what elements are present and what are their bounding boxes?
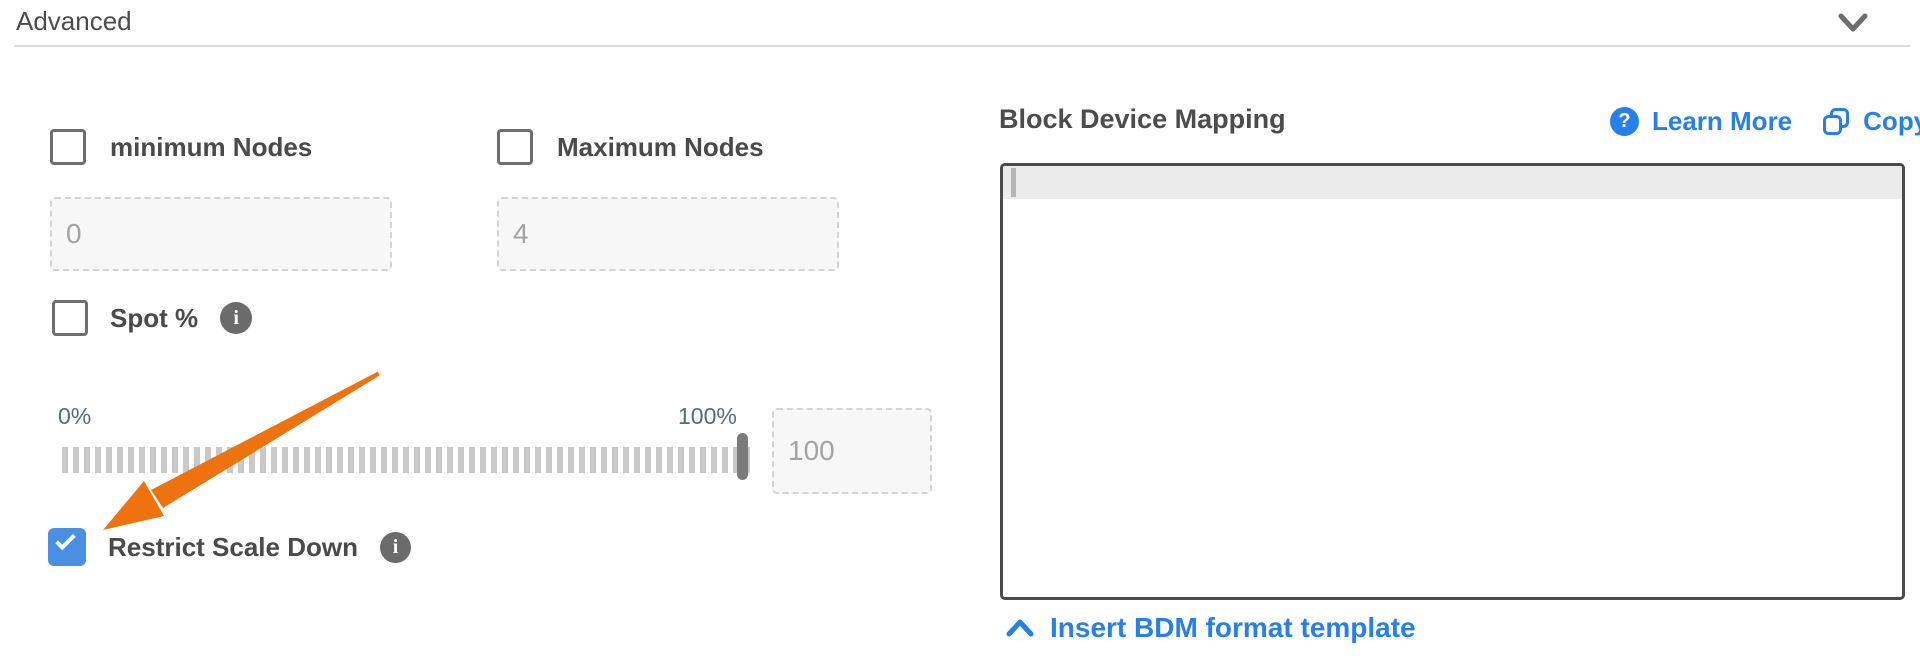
learn-more-link[interactable]: ? Learn More — [1610, 106, 1792, 137]
restrict-scale-down-checkbox[interactable] — [48, 528, 86, 566]
bdm-toolbar: ? Learn More Copy — [1610, 106, 1920, 137]
slider-max-label: 100% — [678, 403, 737, 429]
maximum-nodes-label: Maximum Nodes — [557, 131, 764, 162]
spot-percent-checkbox[interactable] — [52, 300, 88, 336]
bdm-editor[interactable] — [1000, 163, 1905, 600]
checkmark-icon — [55, 529, 76, 551]
maximum-nodes-input[interactable] — [497, 197, 839, 271]
bdm-editor-active-line — [1003, 166, 1902, 199]
copy-button[interactable]: Copy — [1822, 106, 1920, 137]
spot-percent-slider-track[interactable] — [62, 447, 750, 473]
minimum-nodes-label: minimum Nodes — [110, 131, 313, 162]
insert-bdm-template-label: Insert BDM format template — [1050, 612, 1416, 643]
restrict-scale-down-label: Restrict Scale Down — [108, 531, 358, 562]
restrict-scale-down-group: Restrict Scale Down i — [48, 528, 411, 566]
question-icon: ? — [1610, 107, 1639, 136]
section-title: Advanced — [16, 6, 132, 36]
chevron-up-icon — [1006, 619, 1034, 637]
text-caret — [1011, 168, 1016, 197]
spot-percent-group: Spot % i — [52, 300, 253, 336]
slider-min-label: 0% — [58, 403, 92, 429]
copy-label: Copy — [1863, 106, 1920, 136]
restrict-scale-down-info-icon[interactable]: i — [379, 531, 411, 563]
learn-more-label: Learn More — [1652, 106, 1793, 136]
copy-icon — [1823, 107, 1850, 135]
spot-percent-slider-handle[interactable] — [737, 433, 748, 480]
bdm-title: Block Device Mapping — [999, 104, 1286, 134]
minimum-nodes-input[interactable] — [50, 197, 392, 271]
minimum-nodes-checkbox[interactable] — [50, 129, 86, 165]
minimum-nodes-group: minimum Nodes — [50, 129, 312, 165]
insert-bdm-template-link[interactable]: Insert BDM format template — [1006, 612, 1416, 644]
spot-info-icon[interactable]: i — [220, 302, 253, 334]
maximum-nodes-group: Maximum Nodes — [497, 129, 764, 165]
spot-percent-input[interactable] — [772, 408, 932, 494]
maximum-nodes-checkbox[interactable] — [497, 129, 533, 165]
chevron-down-icon[interactable] — [1838, 12, 1868, 34]
spot-percent-label: Spot % — [110, 302, 199, 333]
section-divider — [14, 45, 1910, 47]
